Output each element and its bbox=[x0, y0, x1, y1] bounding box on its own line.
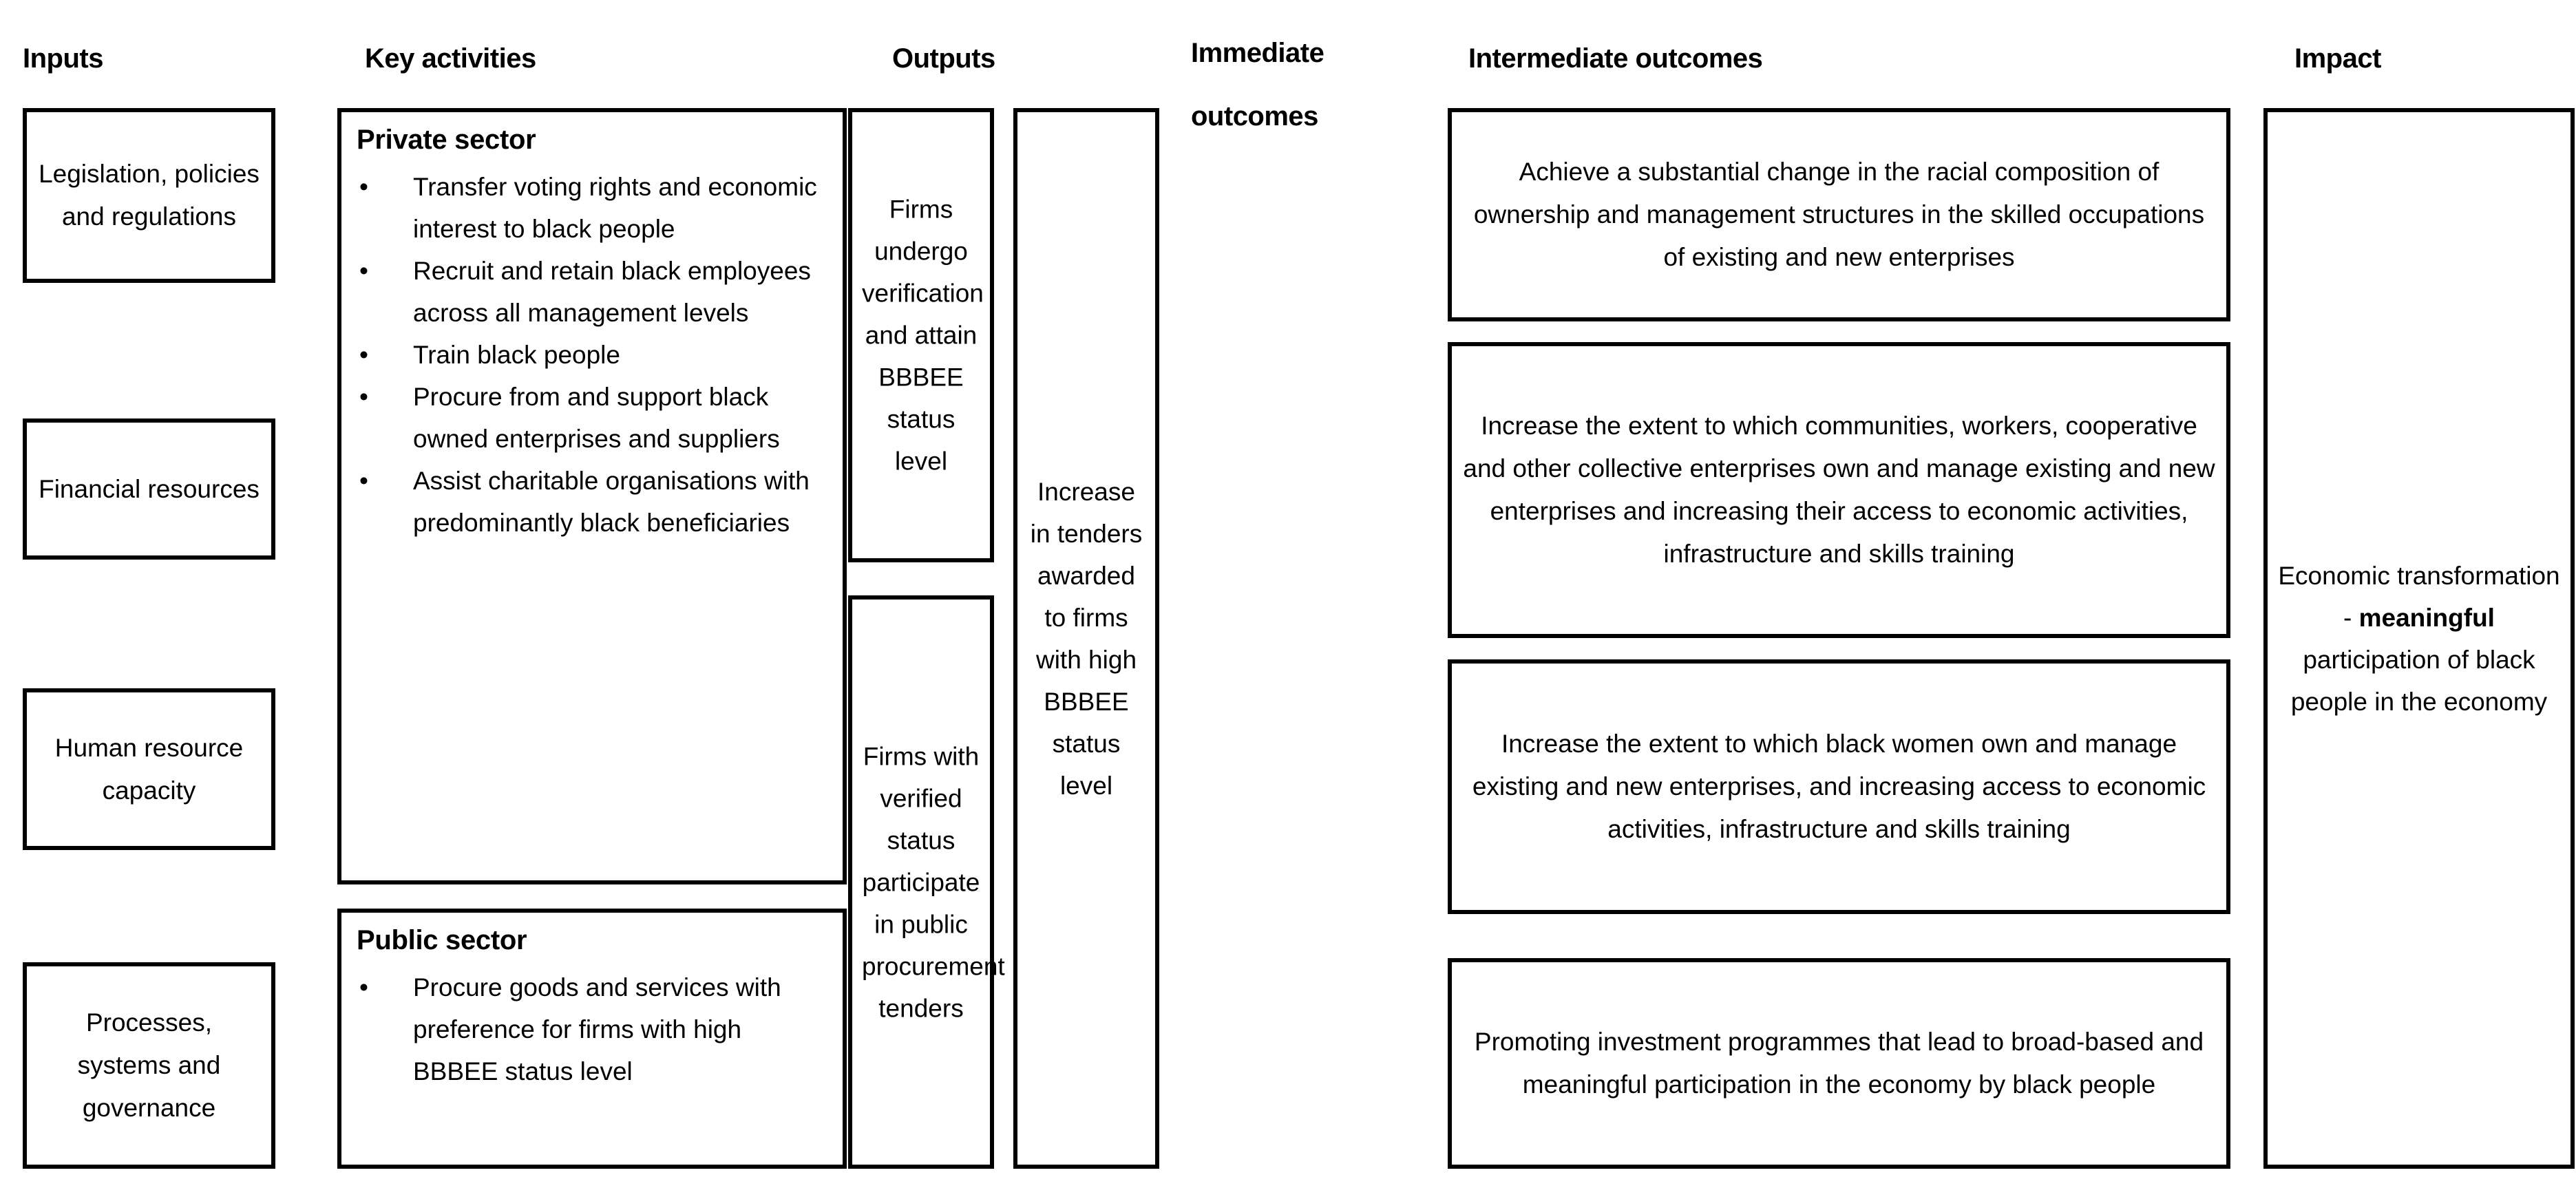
key-activities-box-public-sector: Public sector • Procure goods and servic… bbox=[337, 909, 847, 1169]
list-item: • Assist charitable organisations with p… bbox=[350, 460, 833, 544]
immediate-outcomes-header-line-1: Immediate bbox=[1191, 38, 1324, 68]
private-sector-bullet-list: • Transfer voting rights and economic in… bbox=[350, 166, 833, 544]
column-header-outputs: Outputs bbox=[892, 43, 995, 74]
key-activities-box-private-sector: Private sector • Transfer voting rights … bbox=[337, 108, 847, 884]
bullet-icon: • bbox=[359, 973, 368, 1001]
inputs-box-processes-systems-governance: Processes, systems and governance bbox=[23, 962, 275, 1169]
list-item: • Procure from and support black owned e… bbox=[350, 376, 833, 460]
bullet-icon: • bbox=[359, 173, 368, 201]
inputs-box-human-resource-capacity-text: Human resource capacity bbox=[54, 733, 244, 805]
outputs-box-tender-participation-text: Firms with verified status participate i… bbox=[862, 742, 1005, 1022]
list-item-label: Assist charitable organisations with pre… bbox=[413, 467, 810, 537]
public-sector-heading: Public sector bbox=[357, 925, 527, 955]
list-item: • Procure goods and services with prefer… bbox=[350, 966, 833, 1092]
column-header-immediate-outcomes: Immediate outcomes bbox=[1191, 6, 1324, 164]
intermediate-outcomes-box-black-women-text: Increase the extent to which black women… bbox=[1472, 730, 2206, 843]
bullet-icon: • bbox=[359, 341, 368, 369]
immediate-outcomes-header-line-2: outcomes bbox=[1191, 101, 1318, 131]
list-item-label: Transfer voting rights and economic inte… bbox=[413, 173, 817, 243]
inputs-box-human-resource-capacity: Human resource capacity bbox=[23, 688, 275, 850]
inputs-box-legislation-text: Legislation, policies and regulations bbox=[39, 160, 260, 231]
outputs-box-tender-participation: Firms with verified status participate i… bbox=[848, 595, 1005, 1169]
intermediate-outcomes-box-racial-composition-text: Achieve a substantial change in the raci… bbox=[1473, 158, 2205, 271]
outputs-box-verification-text: Firms undergo verification and attain BB… bbox=[862, 195, 984, 476]
intermediate-outcomes-box-black-women: Increase the extent to which black women… bbox=[1448, 659, 2230, 914]
intermediate-outcomes-box-investment-programmes: Promoting investment programmes that lea… bbox=[1448, 958, 2230, 1169]
impact-box-economic-transformation-text: Economic transformation - meaningful par… bbox=[2268, 555, 2570, 723]
inputs-box-legislation: Legislation, policies and regulations bbox=[23, 108, 275, 283]
inputs-box-financial-resources-text: Financial resources bbox=[39, 474, 260, 503]
public-sector-bullet-list: • Procure goods and services with prefer… bbox=[350, 966, 833, 1092]
inputs-box-processes-systems-governance-text: Processes, systems and governance bbox=[77, 1008, 221, 1122]
bullet-icon: • bbox=[359, 383, 368, 411]
intermediate-outcomes-box-collective-enterprises: Increase the extent to which communities… bbox=[1448, 342, 2230, 638]
column-header-intermediate-outcomes: Intermediate outcomes bbox=[1468, 43, 1763, 74]
bullet-icon: • bbox=[359, 257, 368, 285]
bullet-icon: • bbox=[359, 467, 368, 495]
impact-text-before: Economic transformation - bbox=[2278, 561, 2560, 632]
immediate-outcomes-box-tenders-text: Increase in tenders awarded to firms wit… bbox=[1030, 477, 1143, 800]
private-sector-heading: Private sector bbox=[357, 125, 536, 155]
list-item-label: Train black people bbox=[413, 341, 620, 369]
intermediate-outcomes-box-collective-enterprises-text: Increase the extent to which communities… bbox=[1463, 412, 2215, 568]
impact-box-economic-transformation: Economic transformation - meaningful par… bbox=[2263, 108, 2575, 1169]
impact-text-after: participation of black people in the eco… bbox=[2290, 645, 2548, 716]
list-item: • Transfer voting rights and economic in… bbox=[350, 166, 833, 250]
inputs-box-financial-resources: Financial resources bbox=[23, 418, 275, 560]
list-item-label: Procure from and support black owned ent… bbox=[413, 383, 780, 453]
column-header-key-activities: Key activities bbox=[365, 43, 536, 74]
intermediate-outcomes-box-racial-composition: Achieve a substantial change in the raci… bbox=[1448, 108, 2230, 321]
list-item: • Train black people bbox=[350, 334, 833, 376]
impact-text-emphasis: meaningful bbox=[2358, 603, 2495, 632]
list-item: • Recruit and retain black employees acr… bbox=[350, 250, 833, 334]
list-item-label: Recruit and retain black employees acros… bbox=[413, 257, 811, 327]
list-item-label: Procure goods and services with preferen… bbox=[413, 973, 781, 1085]
outputs-box-verification: Firms undergo verification and attain BB… bbox=[848, 108, 994, 562]
column-header-inputs: Inputs bbox=[23, 43, 103, 74]
column-header-impact: Impact bbox=[2294, 43, 2381, 74]
immediate-outcomes-box-tenders: Increase in tenders awarded to firms wit… bbox=[1013, 108, 1159, 1169]
intermediate-outcomes-box-investment-programmes-text: Promoting investment programmes that lea… bbox=[1474, 1028, 2204, 1099]
